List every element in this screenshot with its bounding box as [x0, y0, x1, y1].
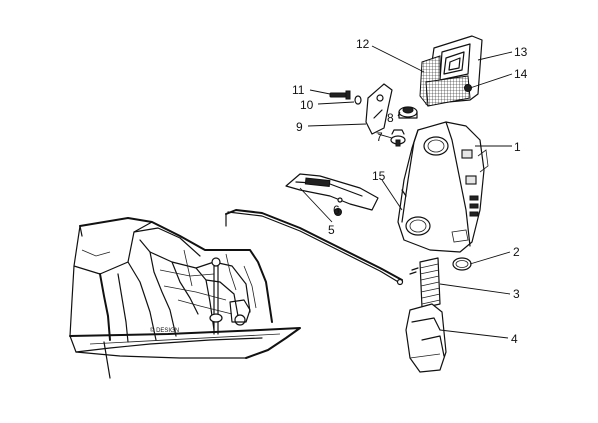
leader-13: [477, 51, 513, 61]
callout-7: 7: [376, 130, 383, 144]
part-15-trim-edge: [401, 189, 407, 197]
callout-15: 15: [372, 169, 386, 183]
callout-14: 14: [514, 67, 528, 81]
part-7-fastener: [390, 129, 406, 147]
part-12-grille-mesh: [419, 55, 471, 107]
part-9-side-bracket: [365, 83, 393, 135]
part-6-mounting-bracket: [285, 173, 379, 216]
part-2-seal-ring: [452, 257, 472, 271]
leader-5: [299, 187, 333, 223]
part-1-main-housing: [397, 121, 489, 253]
leader-2: [469, 251, 511, 265]
part-14-clip: [464, 84, 472, 92]
leader-12: [371, 45, 425, 73]
callout-3: 3: [513, 287, 520, 301]
leader-7: [377, 133, 393, 139]
part-3-corrugated-hose: [409, 257, 441, 309]
leader-10: [317, 101, 355, 105]
leader-15: [381, 179, 403, 211]
callout-2: 2: [513, 245, 520, 259]
callout-10: 10: [300, 98, 314, 112]
callout-1: 1: [514, 140, 521, 154]
leader-4: [439, 329, 509, 339]
part-4-air-duct: [405, 303, 447, 373]
callout-5: 5: [328, 223, 335, 237]
callout-11: 11: [292, 83, 305, 97]
callout-8: 8: [387, 111, 394, 125]
part-11-bolt: [329, 90, 351, 100]
part-8-grommet: [398, 106, 418, 119]
leader-14: [469, 73, 513, 89]
leader-lines: [299, 45, 513, 339]
car-body-rear-quarter: [69, 217, 301, 379]
part-10-washer: [354, 95, 362, 105]
callout-labels: 1 2 3 4 5 6 7 8 9 10 11 12 13 14 15: [292, 37, 528, 346]
callout-13: 13: [514, 45, 528, 59]
callout-12: 12: [356, 37, 370, 51]
callout-6: 6: [333, 203, 340, 217]
callout-9: 9: [296, 120, 303, 134]
leader-9: [307, 123, 367, 127]
part-5-support-rod: [225, 209, 404, 286]
leader-8: [397, 111, 401, 117]
body-stamp: © DESIGN: [150, 327, 179, 334]
leader-3: [439, 283, 511, 295]
leader-11: [309, 89, 331, 95]
callout-4: 4: [511, 332, 518, 346]
